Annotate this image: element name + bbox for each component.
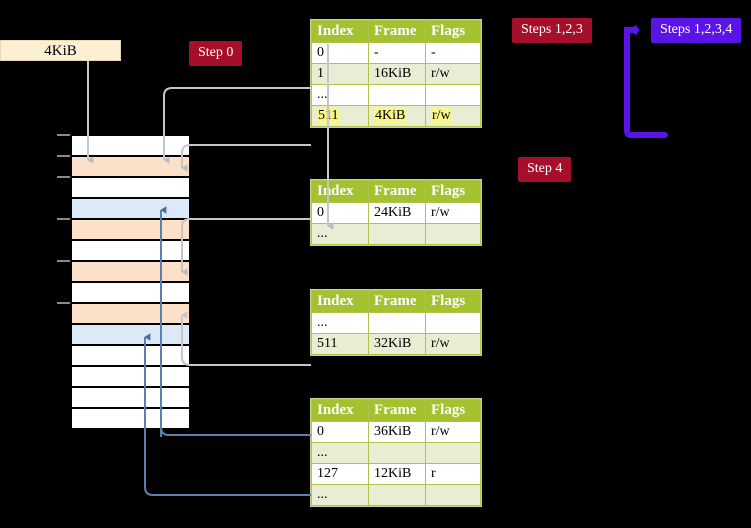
table-row: ... xyxy=(311,312,481,334)
cell-index: ... xyxy=(311,84,369,106)
memory-tick-marks xyxy=(57,134,71,304)
kib-frame-label: 4KiB xyxy=(44,43,77,59)
steps-123-badge: Steps 1,2,3 xyxy=(512,18,592,43)
step-0-badge: Step 0 xyxy=(189,41,243,66)
cell-flags xyxy=(425,312,481,334)
cell-flags: r/w xyxy=(425,63,481,85)
cell-index: ... xyxy=(311,223,369,245)
cell-frame xyxy=(368,312,426,334)
cell-flags xyxy=(425,442,481,464)
col-frame: Frame xyxy=(368,290,426,313)
cell-frame xyxy=(368,484,426,506)
cell-flags xyxy=(425,223,481,245)
cell-flags: - xyxy=(425,42,481,64)
physical-memory-column xyxy=(71,134,190,422)
col-flags: Flags xyxy=(425,20,481,43)
table-row: ... xyxy=(311,223,481,245)
cell-flags-text: r/w xyxy=(431,108,452,124)
cell-index: ... xyxy=(311,484,369,506)
cell-frame xyxy=(368,223,426,245)
cell-index: 1 xyxy=(311,63,369,85)
cell-index: 0 xyxy=(311,42,369,64)
step-4-badge: Step 4 xyxy=(518,157,572,182)
steps-1234-label: Steps 1,2,3,4 xyxy=(660,22,733,37)
col-frame: Frame xyxy=(368,20,426,43)
link-pt-row0-to-memory xyxy=(160,420,311,436)
page-table-pd: Index Frame Flags ... 511 32KiB r/w xyxy=(311,290,481,355)
cell-flags: r/w xyxy=(425,105,481,127)
cell-flags xyxy=(425,84,481,106)
cell-frame: 12KiB xyxy=(368,463,426,485)
table-header-row: Index Frame Flags xyxy=(311,399,481,422)
table-row: 511 4KiB r/w xyxy=(311,105,481,127)
cell-index-text: 511 xyxy=(317,108,340,124)
cell-frame xyxy=(368,84,426,106)
col-index: Index xyxy=(311,290,369,313)
step-4-label: Step 4 xyxy=(527,161,563,176)
cell-flags: r/w xyxy=(425,421,481,443)
cell-frame: 4KiB xyxy=(368,105,426,127)
col-index: Index xyxy=(311,20,369,43)
cell-index: ... xyxy=(311,312,369,334)
table-header-row: Index Frame Flags xyxy=(311,290,481,313)
col-frame: Frame xyxy=(368,399,426,422)
table-row: ... xyxy=(311,484,481,506)
steps-123-label: Steps 1,2,3 xyxy=(521,22,583,37)
col-flags: Flags xyxy=(425,290,481,313)
table-row: 0 24KiB r/w xyxy=(311,202,481,224)
arrow-steps-1234-bracket xyxy=(624,24,668,138)
table-row: ... xyxy=(311,442,481,464)
cell-index: ... xyxy=(311,442,369,464)
cell-frame: 24KiB xyxy=(368,202,426,224)
page-table-pt: Index Frame Flags 0 36KiB r/w ... 127 12… xyxy=(311,399,481,506)
cell-index: 511 xyxy=(311,105,369,127)
col-flags: Flags xyxy=(425,399,481,422)
cell-frame: 32KiB xyxy=(368,333,426,355)
cell-index: 0 xyxy=(311,421,369,443)
table-row: 0 36KiB r/w xyxy=(311,421,481,443)
cell-frame: 16KiB xyxy=(368,63,426,85)
table-row: 0 - - xyxy=(311,42,481,64)
step-0-label: Step 0 xyxy=(198,45,234,60)
cell-frame: - xyxy=(368,42,426,64)
steps-1234-badge: Steps 1,2,3,4 xyxy=(651,18,742,43)
cell-frame: 36KiB xyxy=(368,421,426,443)
cell-flags: r/w xyxy=(425,333,481,355)
table-header-row: Index Frame Flags xyxy=(311,180,481,203)
kib-frame-box: 4KiB xyxy=(0,40,121,61)
table-header-row: Index Frame Flags xyxy=(311,20,481,43)
col-index: Index xyxy=(311,399,369,422)
table-row: 511 32KiB r/w xyxy=(311,333,481,355)
cell-flags: r xyxy=(425,463,481,485)
col-flags: Flags xyxy=(425,180,481,203)
col-frame: Frame xyxy=(368,180,426,203)
cell-index: 0 xyxy=(311,202,369,224)
cell-index: 511 xyxy=(311,333,369,355)
page-table-pdpt: Index Frame Flags 0 24KiB r/w ... xyxy=(311,180,481,245)
cell-frame-text: 4KiB xyxy=(374,108,407,124)
cell-flags xyxy=(425,484,481,506)
table-row: ... xyxy=(311,84,481,106)
table-row: 127 12KiB r xyxy=(311,463,481,485)
col-index: Index xyxy=(311,180,369,203)
cell-flags: r/w xyxy=(425,202,481,224)
page-table-pml4: Index Frame Flags 0 - - 1 16KiB r/w ... … xyxy=(311,20,481,127)
cell-index: 127 xyxy=(311,463,369,485)
table-row: 1 16KiB r/w xyxy=(311,63,481,85)
cell-frame xyxy=(368,442,426,464)
